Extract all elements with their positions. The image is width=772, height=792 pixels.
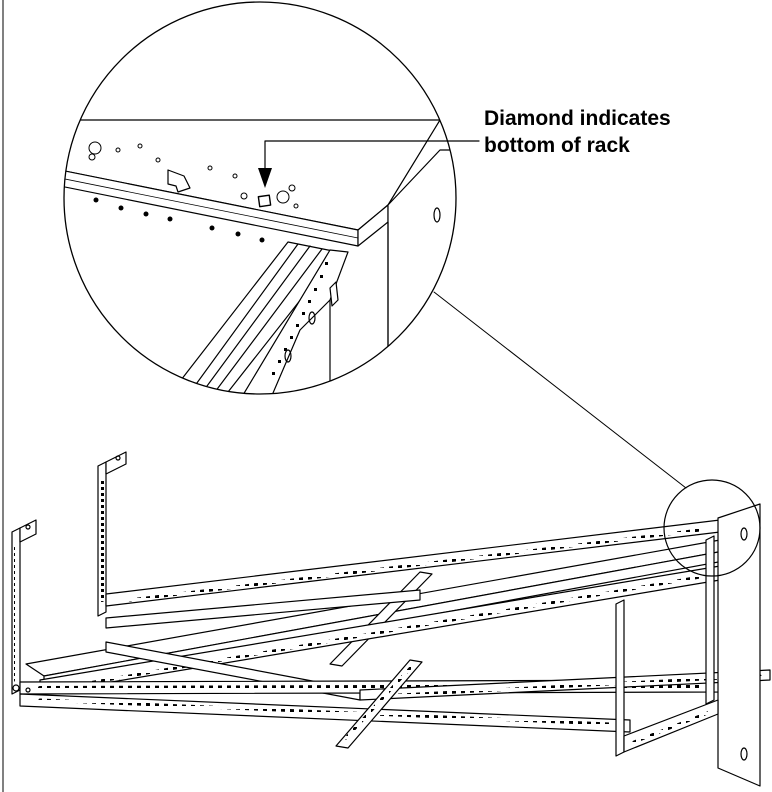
magnifier-connector	[433, 291, 687, 489]
magnified-detail	[64, 119, 456, 394]
callout-line-2: bottom of rack	[484, 134, 630, 157]
diamond-mark	[257, 194, 272, 208]
detail-locator-circle	[663, 479, 761, 577]
leader-arrow	[258, 140, 480, 188]
callout-label: Diamond indicates bottom of rack	[484, 105, 671, 159]
rack-frame	[11, 451, 771, 787]
callout-line-1: Diamond indicates	[484, 107, 671, 130]
magnifier-circle	[63, 1, 457, 395]
